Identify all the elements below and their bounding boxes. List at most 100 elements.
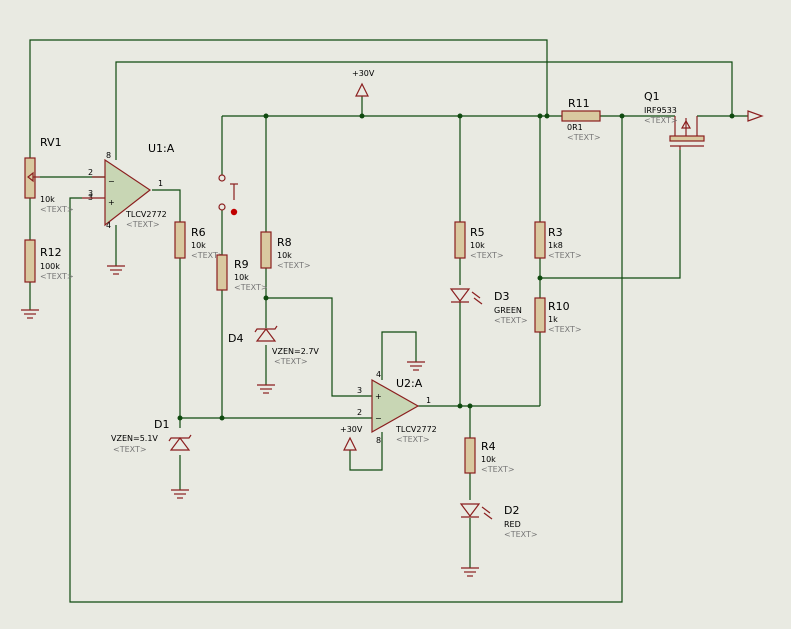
ground-icon <box>461 567 479 577</box>
u2-pin-3: 3 <box>357 386 362 395</box>
u2-pin-2: 2 <box>357 408 362 417</box>
junction <box>619 113 625 119</box>
ground-icon <box>407 361 425 371</box>
d3-ref: D3 <box>494 290 509 303</box>
u1-ref: U1:A <box>148 142 175 155</box>
junction <box>457 403 463 409</box>
r4-text: <TEXT> <box>481 465 515 474</box>
rv1-ref: RV1 <box>40 136 62 149</box>
r8-ref: R8 <box>277 236 292 249</box>
svg-text:+: + <box>108 198 115 207</box>
u1-pin-8: 8 <box>106 151 111 160</box>
u1-pin-1: 1 <box>158 179 163 188</box>
q1-ref: Q1 <box>644 90 660 103</box>
d1-text: <TEXT> <box>113 445 147 454</box>
ground-icon <box>21 309 39 319</box>
u1-pin-3: 3 <box>88 189 93 198</box>
d4-text: <TEXT> <box>274 357 308 366</box>
svg-text:−: − <box>375 414 382 423</box>
r9-text: <TEXT> <box>234 283 268 292</box>
q1-mosfet: Q1 IRF9533 <TEXT> <box>644 90 705 150</box>
junction <box>263 295 269 301</box>
r4-value: 10k <box>481 455 496 464</box>
junction <box>537 275 543 281</box>
d2-ref: D2 <box>504 504 519 517</box>
d4-zener: D4 VZEN=2.7V <TEXT> <box>228 325 319 366</box>
supply-30v-top: +30V <box>352 69 375 97</box>
r9-ref: R9 <box>234 258 249 271</box>
r3-text: <TEXT> <box>548 251 582 260</box>
junction <box>219 415 225 421</box>
d3-text: <TEXT> <box>494 316 528 325</box>
r6-text: <TEXT> <box>191 251 225 260</box>
junction <box>359 113 365 119</box>
supply-label-top: +30V <box>352 69 375 78</box>
d2-value: RED <box>504 520 521 529</box>
wire-d4-u2p <box>266 297 378 397</box>
r10-resistor: R10 1k <TEXT> <box>534 297 582 334</box>
supply-label-u2: +30V <box>340 425 363 434</box>
u1-pin-4: 4 <box>106 221 111 230</box>
r4-ref: R4 <box>481 440 496 453</box>
u2-pin-4: 4 <box>376 370 381 379</box>
svg-text:+: + <box>375 392 382 401</box>
r3-ref: R3 <box>548 226 563 239</box>
junctions <box>177 113 735 421</box>
u1-value: TLCV2772 <box>125 210 167 219</box>
r11-value: 0R1 <box>567 123 583 132</box>
rv1-value: 10k <box>40 195 55 204</box>
u2-text: <TEXT> <box>396 435 430 444</box>
r8-value: 10k <box>277 251 292 260</box>
supply-30v-u2: +30V <box>340 425 363 451</box>
d2-text: <TEXT> <box>504 530 538 539</box>
r10-ref: R10 <box>548 300 570 313</box>
junction <box>537 113 543 119</box>
u2-pin-8: 8 <box>376 436 381 445</box>
r12-ref: R12 <box>40 246 62 259</box>
ground-icon <box>107 265 125 275</box>
r5-resistor: R5 10k <TEXT> <box>454 221 504 260</box>
r8-resistor: R8 10k <TEXT> <box>260 231 311 270</box>
wire-u1-out-r6 <box>152 189 181 222</box>
junction <box>457 113 463 119</box>
wire-divider-gate <box>540 150 681 279</box>
u2-ref: U2:A <box>396 377 423 390</box>
wire-u2-gnd <box>381 331 417 380</box>
r11-text: <TEXT> <box>567 133 601 142</box>
u2-value: TLCV2772 <box>395 425 437 434</box>
d1-zener: D1 VZEN=5.1V <TEXT> <box>111 418 192 454</box>
ground-icon <box>171 489 189 499</box>
r8-text: <TEXT> <box>277 261 311 270</box>
r9-resistor: R9 10k <TEXT> <box>216 254 268 292</box>
r12-value: 100k <box>40 262 60 271</box>
ground-icon <box>257 384 275 394</box>
u2-pin-1: 1 <box>426 396 431 405</box>
r5-text: <TEXT> <box>470 251 504 260</box>
d4-value: VZEN=2.7V <box>272 347 319 356</box>
d2-led: D2 RED <TEXT> <box>459 503 538 539</box>
r11-ref: R11 <box>568 97 590 110</box>
d3-value: GREEN <box>494 306 522 315</box>
r3-value: 1k8 <box>548 241 563 250</box>
r10-value: 1k <box>548 315 558 324</box>
d4-ref: D4 <box>228 332 243 345</box>
junction <box>544 113 550 119</box>
junction <box>467 403 473 409</box>
u1-opamp: − + 2 3 1 8 4 U1:A TLCV2772 <TEXT> <box>82 142 175 230</box>
rv1-text: <TEXT> <box>40 205 74 214</box>
r10-text: <TEXT> <box>548 325 582 334</box>
wire-u1-supply-loop <box>115 61 733 160</box>
d3-led: D3 GREEN <TEXT> <box>449 288 528 325</box>
q1-value: IRF9533 <box>644 106 677 115</box>
d1-ref: D1 <box>154 418 169 431</box>
wire-u2-supply <box>349 432 383 471</box>
wires <box>29 39 748 603</box>
u1-pin-2: 2 <box>88 168 93 177</box>
r4-resistor: R4 10k <TEXT> <box>464 437 515 474</box>
wire-bottom-loop <box>69 116 623 603</box>
r3-resistor: R3 1k8 <TEXT> <box>534 221 582 260</box>
push-switch[interactable] <box>218 174 238 216</box>
junction <box>177 415 183 421</box>
r11-resistor: R11 0R1 <TEXT> <box>561 97 601 142</box>
